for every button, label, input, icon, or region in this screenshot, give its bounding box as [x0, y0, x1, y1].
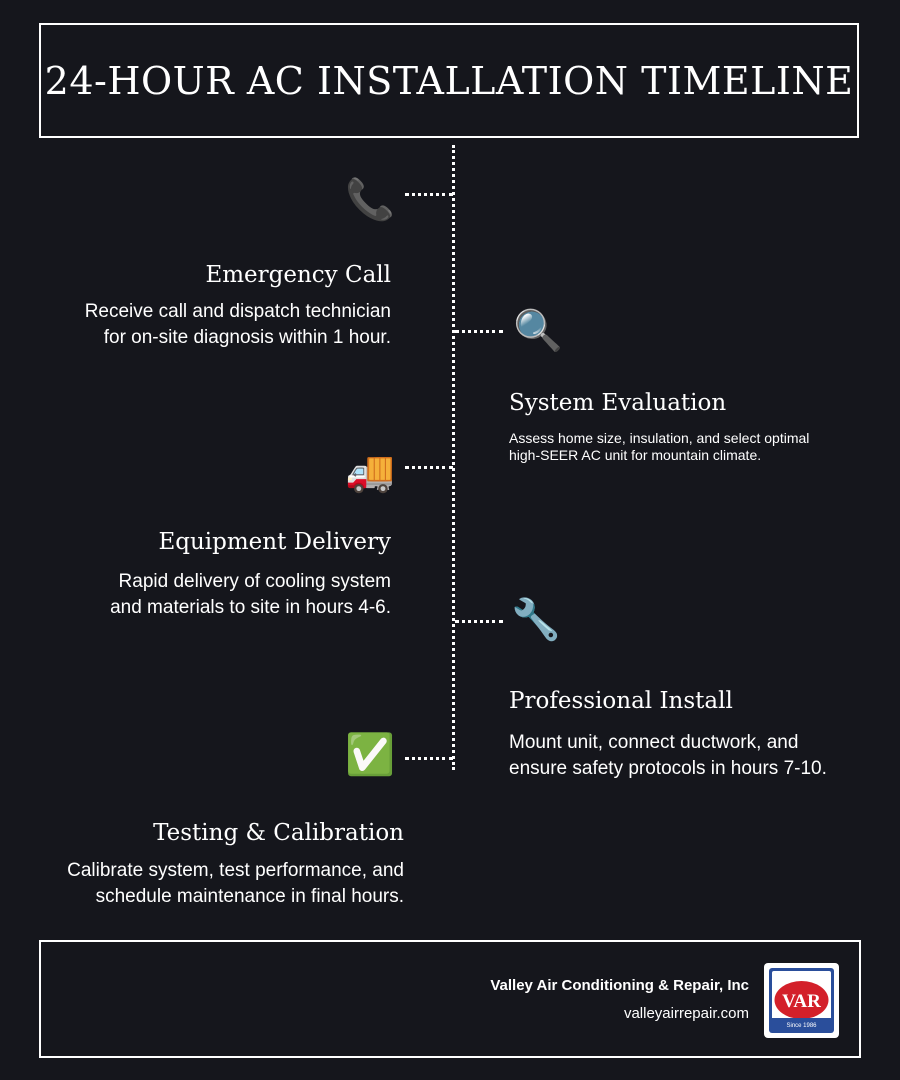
step-description: Calibrate system, test performance, and … — [67, 860, 404, 907]
company-name: Valley Air Conditioning & Repair, Inc — [490, 977, 749, 994]
logo-graphic: VAR Since 1986 — [769, 968, 834, 1033]
step-title: Testing & Calibration — [153, 820, 404, 846]
title-banner: 24-HOUR AC INSTALLATION TIMELINE — [39, 23, 859, 138]
logo-text: VAR — [782, 991, 821, 1012]
step-title: Emergency Call — [205, 262, 391, 288]
connector-line — [405, 193, 453, 196]
step-description: Receive call and dispatch technician for… — [84, 301, 391, 348]
step-description: Rapid delivery of cooling system and mat… — [110, 571, 391, 618]
connector-line — [405, 466, 453, 469]
phone-icon: 📞 — [345, 178, 395, 222]
wrench-icon: 🔧 — [511, 598, 561, 642]
company-logo: VAR Since 1986 — [764, 963, 839, 1038]
step-description: Assess home size, insulation, and select… — [509, 430, 810, 463]
company-url[interactable]: valleyairrepair.com — [623, 1005, 749, 1022]
logo-subtext: Since 1986 — [786, 1023, 817, 1029]
connector-line — [455, 620, 503, 623]
truck-icon: 🚚 — [345, 450, 395, 494]
step-title: Professional Install — [509, 688, 733, 714]
timeline-line — [452, 145, 455, 770]
footer: Valley Air Conditioning & Repair, Inc va… — [39, 940, 861, 1058]
connector-line — [455, 330, 503, 333]
connector-line — [405, 757, 453, 760]
check-mark-icon: ✅ — [345, 733, 395, 777]
page-title: 24-HOUR AC INSTALLATION TIMELINE — [44, 58, 854, 103]
step-title: System Evaluation — [509, 390, 727, 416]
step-description: Mount unit, connect ductwork, and ensure… — [509, 732, 827, 779]
step-title: Equipment Delivery — [158, 529, 391, 555]
magnifier-icon: 🔍 — [513, 309, 563, 353]
